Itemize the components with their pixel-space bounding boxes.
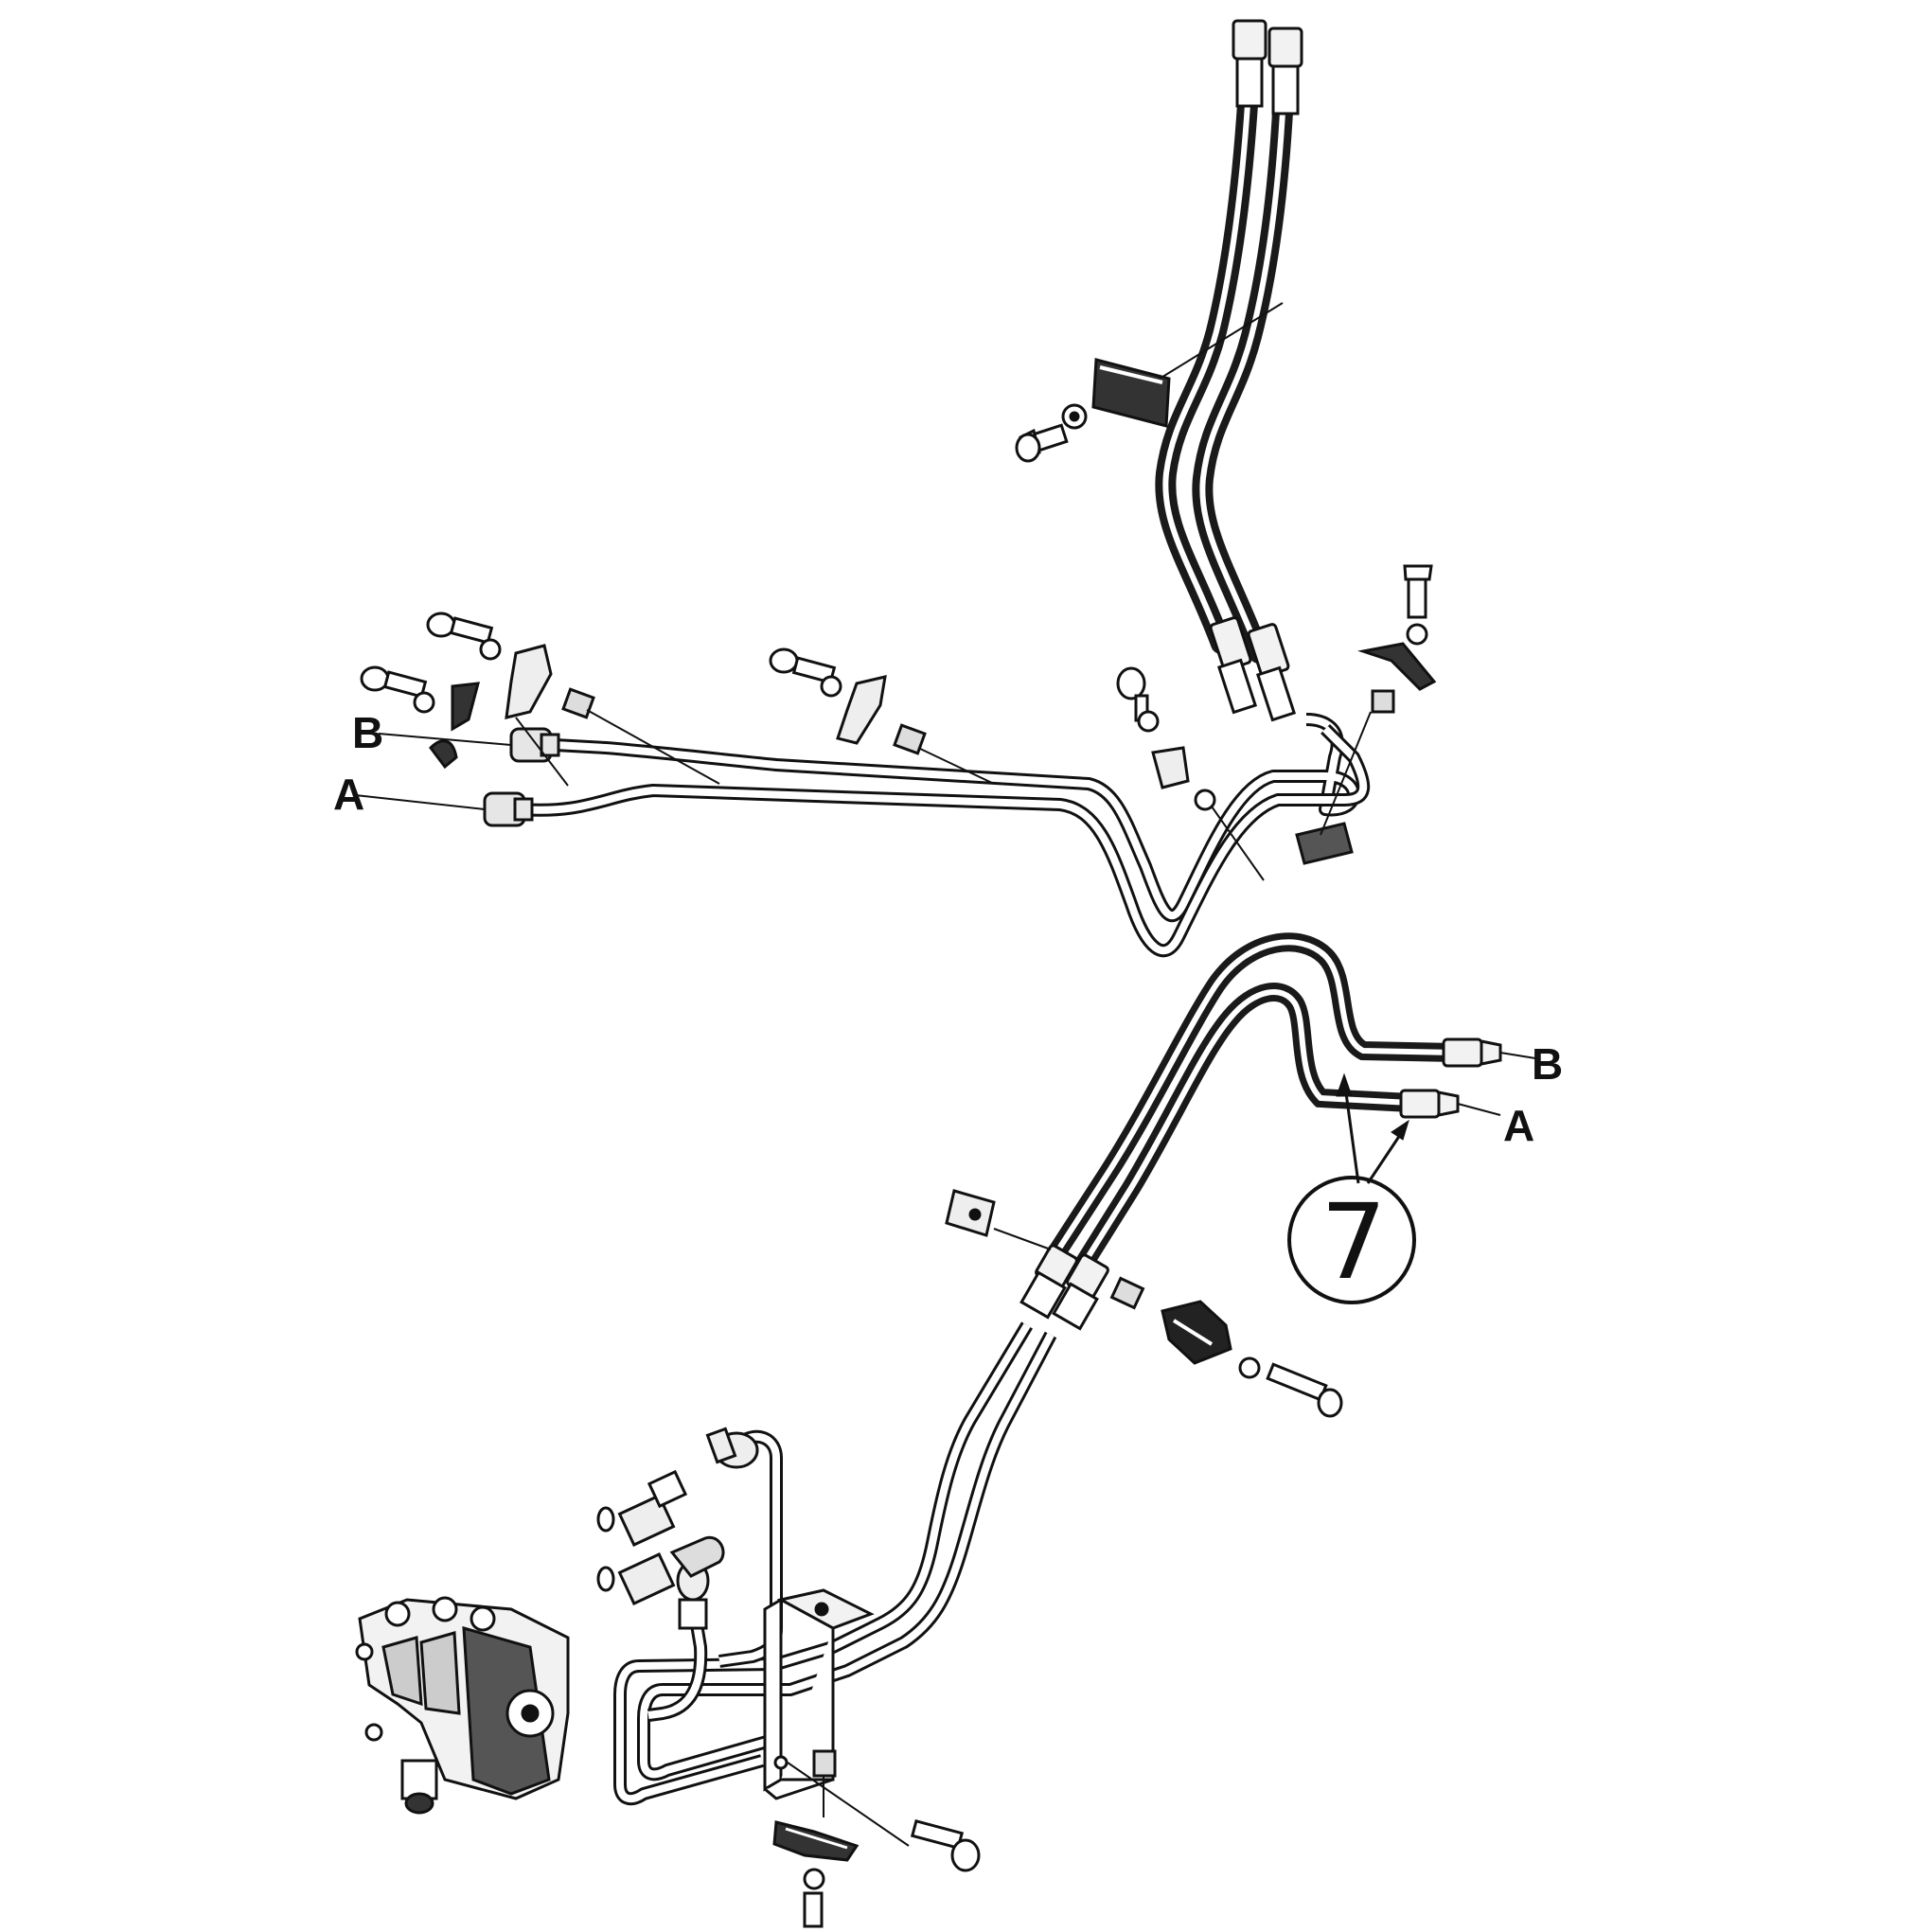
bracket-bolt (1407, 577, 1427, 619)
label-lower-a: A (1503, 1101, 1534, 1150)
upper-hose-pair (1155, 29, 1296, 664)
lower-rigid-lines (613, 1321, 1057, 1806)
upper-line-a (520, 724, 1371, 958)
bracket-plate (1357, 642, 1437, 691)
leader-lower-a (1457, 1103, 1501, 1116)
bracket-foot (764, 1778, 834, 1800)
valve-spool (400, 1759, 438, 1800)
callout-7 (1287, 1072, 1416, 1304)
upper-hose-right-inner (1199, 44, 1288, 656)
fitting-a (1399, 1089, 1441, 1119)
fitting-b (1442, 1037, 1483, 1068)
adapter-lower (617, 1551, 676, 1606)
top-fitting-right (1267, 27, 1303, 68)
junction-bolt (1266, 1362, 1328, 1402)
upper-line-clamps (360, 612, 1265, 881)
label-lower-b: B (1532, 1039, 1563, 1089)
upper-hose-top-fittings (1232, 19, 1303, 115)
label-upper-a: A (333, 770, 364, 819)
upper-hose-left-inner (1162, 37, 1253, 647)
label-upper-b: B (352, 708, 383, 757)
top-fitting-left (1232, 19, 1267, 61)
clamp-right (1151, 746, 1190, 789)
clamp-lower-left (451, 682, 481, 732)
upper-hose-clamp (1015, 302, 1284, 463)
upper-hose-lower-fittings (1209, 616, 1297, 722)
leader-upper-a (354, 794, 486, 810)
leader-upper-b (378, 733, 512, 746)
control-valve (355, 1596, 570, 1815)
lower-hose-pair (1046, 932, 1467, 1273)
upper-right-bracket (1295, 564, 1437, 865)
upper-rigid-lines (520, 713, 1371, 958)
valve-adapters (596, 1469, 725, 1606)
callout-circle (1287, 1176, 1416, 1304)
clamp-upper-left (505, 644, 553, 719)
lower-hose-junction-fittings (1019, 1244, 1109, 1331)
elbow-fitting (669, 1535, 725, 1578)
lower-line-fittings (676, 1427, 759, 1630)
clamp-middle (836, 675, 887, 745)
bracket-bolt-side (910, 1818, 965, 1851)
lower-hose-end-fittings (1399, 1037, 1502, 1119)
clamp-block (1091, 358, 1171, 428)
clamp-block-lower (1161, 1300, 1232, 1365)
spacer-block (1295, 822, 1354, 865)
leader-lower-b (1499, 1052, 1536, 1059)
callout-number: 7 (1320, 1181, 1387, 1303)
mounting-bracket (763, 1588, 981, 1928)
upper-line-end-nuts (483, 727, 560, 827)
lower-junction-clamp (945, 1189, 1343, 1418)
adapter-upper (617, 1493, 676, 1548)
